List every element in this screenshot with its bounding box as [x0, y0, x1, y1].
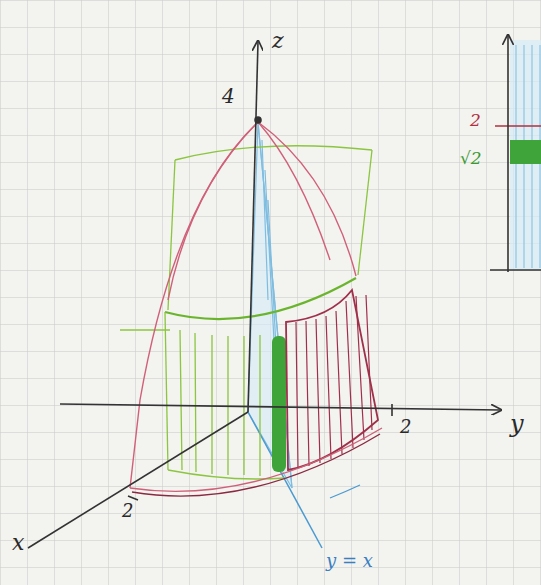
green-surface: [120, 146, 372, 479]
tick-value: 4: [222, 86, 235, 106]
axis-label: y: [510, 412, 524, 436]
tick-value: √2: [460, 150, 482, 167]
tick-value: 2: [400, 418, 411, 436]
dome-outline: [130, 122, 382, 496]
tick-value: 2: [470, 112, 481, 129]
line-equation: y = x: [326, 552, 373, 570]
axis-label: x: [12, 532, 24, 554]
axis-label: z: [272, 30, 284, 52]
inset-graph: [490, 36, 541, 272]
green-strip: [272, 336, 286, 472]
tick-value: 2: [122, 502, 133, 520]
axes: [28, 42, 500, 548]
